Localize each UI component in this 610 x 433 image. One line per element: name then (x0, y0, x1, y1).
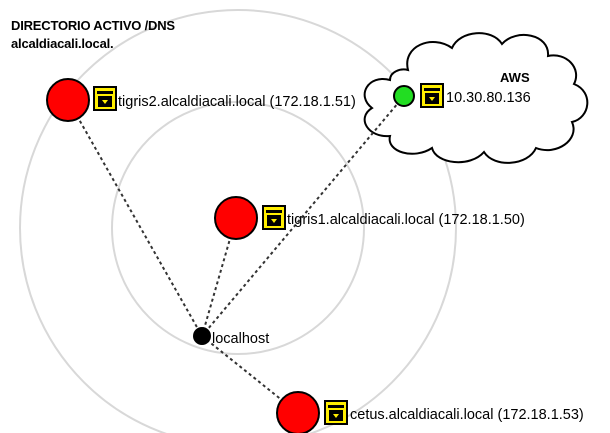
node-label-tigris2: tigris2.alcaldiacali.local (172.18.1.51) (118, 94, 356, 110)
server-node-icon (276, 391, 320, 433)
link-aws-localhost (201, 95, 405, 337)
aws-label: AWS (500, 70, 530, 85)
aws-cloud (363, 32, 589, 164)
aws-node-icon (393, 85, 415, 107)
node-tigris2[interactable]: tigris2.alcaldiacali.local (172.18.1.51) (46, 78, 356, 122)
node-label-tigris1: tigris1.alcaldiacali.local (172.18.1.50) (287, 212, 525, 228)
lock-icon (420, 83, 444, 108)
lock-icon (262, 205, 286, 230)
node-label-cetus: cetus.alcaldiacali.local (172.18.1.53) (350, 407, 584, 423)
links (67, 95, 405, 414)
node-cetus[interactable]: cetus.alcaldiacali.local (172.18.1.53) (276, 391, 584, 433)
lock-icon (324, 400, 348, 425)
localhost-node-icon (193, 327, 211, 345)
server-node-icon (214, 196, 258, 240)
node-aws[interactable]: 10.30.80.136 AWS (393, 70, 531, 108)
node-localhost[interactable]: localhost (193, 327, 269, 347)
node-label-localhost: localhost (212, 331, 269, 347)
inner-ring (111, 101, 365, 355)
diagram-domain: alcaldiacali.local. (11, 36, 114, 51)
server-node-icon (46, 78, 90, 122)
node-label-aws: 10.30.80.136 (446, 90, 531, 106)
diagram-title: DIRECTORIO ACTIVO /DNS (11, 18, 175, 33)
outer-ring (19, 9, 457, 433)
node-tigris1[interactable]: tigris1.alcaldiacali.local (172.18.1.50) (214, 196, 525, 240)
lock-icon (93, 86, 117, 111)
